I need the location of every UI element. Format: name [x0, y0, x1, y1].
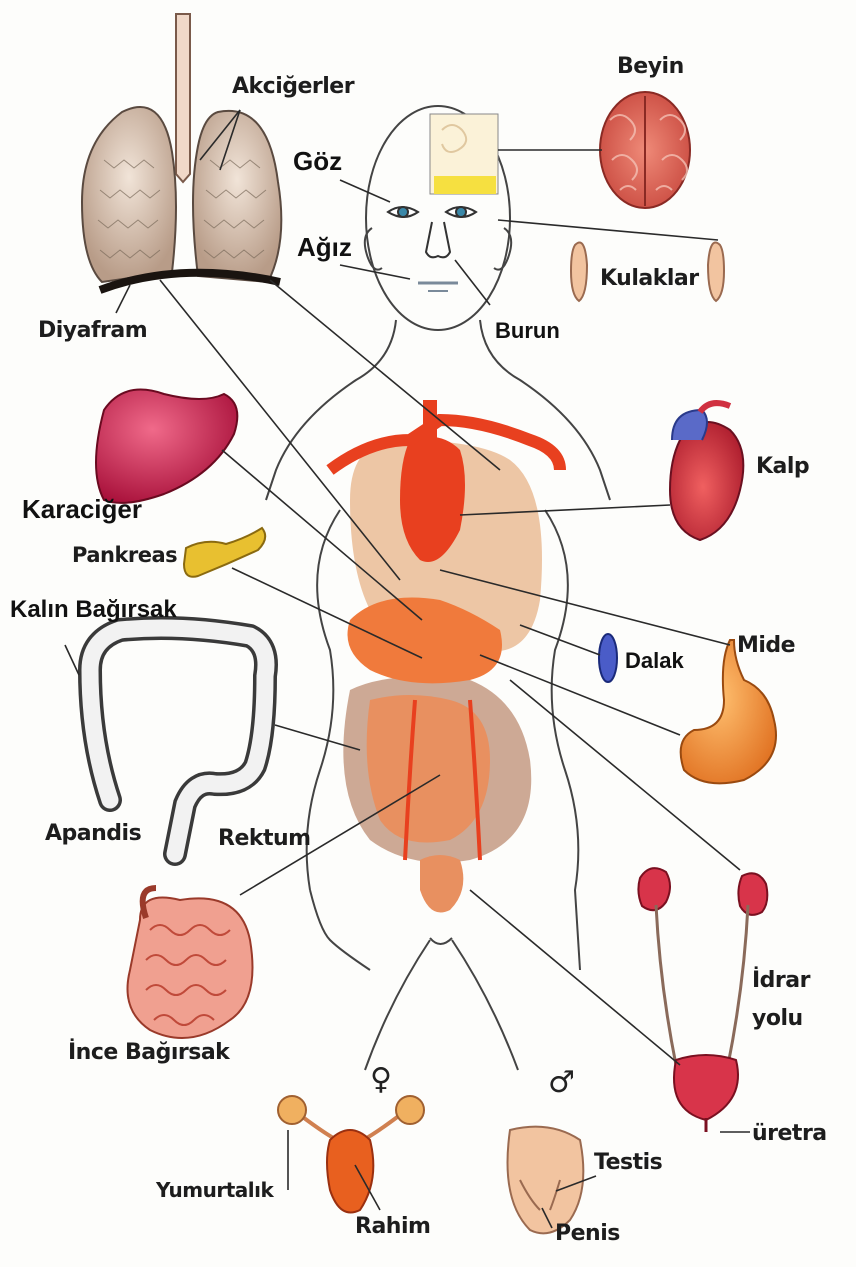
brain — [600, 92, 690, 208]
label-uretra: üretra — [752, 1123, 827, 1145]
male-reproductive — [508, 1127, 584, 1234]
female-reproductive — [278, 1096, 424, 1213]
torso-organs — [330, 400, 560, 913]
trachea — [176, 14, 190, 182]
pancreas — [184, 528, 265, 577]
label-beyin: Beyin — [617, 56, 684, 78]
brain-in-head — [430, 114, 498, 194]
female-symbol-icon: ♀ — [370, 1065, 392, 1095]
label-dalak: Dalak — [625, 650, 684, 672]
spleen — [599, 634, 617, 682]
label-burun: Burun — [495, 320, 560, 342]
label-kalin-bagirsak: Kalın Bağırsak — [10, 598, 177, 622]
label-ince-bagirsak: İnce Bağırsak — [68, 1042, 229, 1064]
label-yumurtalik: Yumurtalık — [156, 1180, 273, 1200]
face — [388, 207, 476, 291]
label-mide: Mide — [737, 635, 795, 657]
label-diyafram: Diyafram — [38, 320, 147, 342]
male-symbol-icon: ♂ — [548, 1068, 575, 1098]
label-testis: Testis — [594, 1152, 662, 1174]
label-akcigerler: Akciğerler — [232, 76, 354, 98]
label-idrar: İdrar — [752, 970, 810, 992]
urinary-system — [638, 868, 767, 1132]
label-kalp: Kalp — [756, 456, 809, 478]
label-kulaklar: Kulaklar — [600, 268, 699, 290]
label-rektum: Rektum — [218, 828, 311, 850]
label-pankreas: Pankreas — [72, 545, 177, 566]
heart — [670, 403, 743, 540]
label-yolu: yolu — [752, 1008, 803, 1030]
label-penis: Penis — [555, 1223, 620, 1245]
liver — [96, 390, 237, 503]
stomach — [681, 640, 776, 783]
label-agiz: Ağız — [297, 234, 352, 260]
label-goz: Göz — [293, 148, 342, 174]
label-rahim: Rahim — [355, 1216, 430, 1238]
small-intestine — [128, 888, 253, 1038]
label-karaciger: Karaciğer — [22, 496, 142, 522]
label-apandis: Apandis — [45, 823, 141, 845]
